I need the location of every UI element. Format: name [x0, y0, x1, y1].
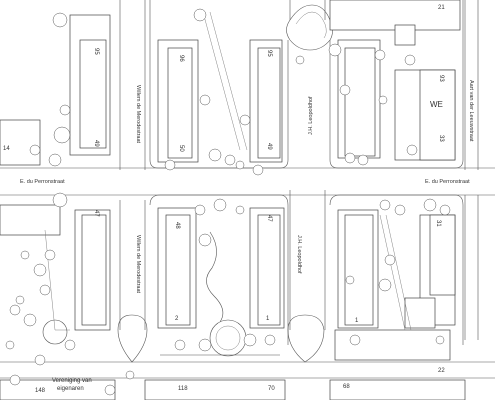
vereniging-label: Vereniging van: [52, 378, 92, 384]
tree: [423, 198, 437, 212]
house-number: 47: [266, 215, 272, 222]
tree: [344, 152, 356, 164]
tree: [224, 154, 236, 166]
tree: [439, 204, 451, 216]
tree: [394, 204, 406, 216]
street-label-willem-top: Willem de Merodestraat: [135, 85, 141, 144]
tree: [435, 335, 445, 345]
tree: [378, 95, 388, 105]
tree: [5, 340, 15, 350]
tree: [15, 295, 25, 305]
tree: [39, 284, 51, 296]
house-number: 50: [178, 145, 184, 152]
eigenaren-label: eigenaren: [57, 386, 84, 392]
tree: [239, 114, 251, 126]
tree: [53, 126, 71, 144]
street-labels: Willem de Merodestraat Willem de Merodes…: [20, 80, 474, 294]
tree: [339, 84, 351, 96]
street-label-perron-right: E. du Perronstraat: [425, 179, 470, 185]
tree: [379, 199, 391, 211]
we-label: WE: [430, 100, 443, 109]
trees: [5, 8, 451, 396]
house-number: 96: [178, 55, 184, 62]
tree: [104, 384, 116, 396]
tree: [378, 278, 392, 292]
house-number: 148: [35, 388, 46, 394]
tree: [349, 334, 361, 346]
tree: [52, 12, 68, 28]
tree: [193, 8, 207, 22]
tree: [235, 205, 245, 215]
tree: [52, 192, 68, 208]
tree: [20, 250, 30, 260]
house-number: 1: [266, 316, 270, 322]
tree: [9, 374, 21, 386]
tree: [235, 160, 245, 170]
house-number: 93: [438, 75, 444, 82]
house-numbers: 21 95 49 96 50 95 49 93 33 14 47 48 2 1 …: [3, 5, 445, 394]
house-number: 68: [343, 384, 350, 390]
tree: [345, 275, 355, 285]
house-number: 118: [178, 386, 188, 392]
tree: [199, 94, 211, 106]
buildings: [0, 0, 466, 400]
tree: [64, 339, 76, 351]
tree: [208, 148, 222, 162]
tree: [125, 370, 135, 380]
house-number: 48: [174, 222, 180, 229]
tree: [406, 144, 418, 156]
tree: [328, 43, 342, 57]
tree: [23, 313, 37, 327]
house-number: 95: [93, 48, 99, 55]
street-label-leeuwstraat: Aart van der Leeuwstraat: [468, 80, 474, 142]
tree: [29, 144, 41, 156]
tree: [174, 339, 186, 351]
pavilion: [42, 319, 247, 357]
tree: [252, 164, 264, 176]
tree: [213, 198, 227, 212]
tree: [384, 254, 396, 266]
house-number: 33: [438, 135, 444, 142]
house-number: 2: [175, 316, 179, 322]
tree: [48, 153, 62, 167]
street-label-perron-left: E. du Perronstraat: [20, 179, 65, 185]
house-number: 31: [435, 220, 441, 227]
tree: [44, 249, 56, 261]
house-number: 47: [93, 210, 99, 217]
tree: [264, 334, 276, 346]
house-number: 49: [93, 140, 99, 147]
tree: [33, 263, 47, 277]
street-label-leopold-bottom: J.H. Leopoldhof: [296, 235, 302, 274]
house-number: 1: [355, 318, 359, 324]
house-number: 70: [268, 386, 275, 392]
tree: [59, 104, 71, 116]
house-number: 22: [438, 368, 445, 374]
tree: [198, 338, 212, 352]
house-number: 14: [3, 146, 10, 152]
street-curbs: [0, 0, 495, 379]
tree: [243, 333, 257, 347]
house-number: 49: [266, 143, 272, 150]
tree: [374, 49, 386, 61]
tree: [194, 204, 206, 216]
tree: [9, 304, 21, 316]
street-label-willem-bottom: Willem de Merodestraat: [135, 235, 141, 294]
street-label-leopold-top: J.H. Leopoldhof: [308, 96, 314, 135]
tree: [357, 154, 369, 166]
tree: [198, 233, 212, 247]
tree: [34, 354, 46, 366]
walkways: [44, 11, 412, 331]
house-number: 95: [266, 50, 272, 57]
tree: [164, 159, 176, 171]
house-number: 21: [438, 5, 445, 11]
tree: [295, 55, 305, 65]
tree: [404, 54, 416, 66]
roundabouts: [117, 4, 333, 363]
